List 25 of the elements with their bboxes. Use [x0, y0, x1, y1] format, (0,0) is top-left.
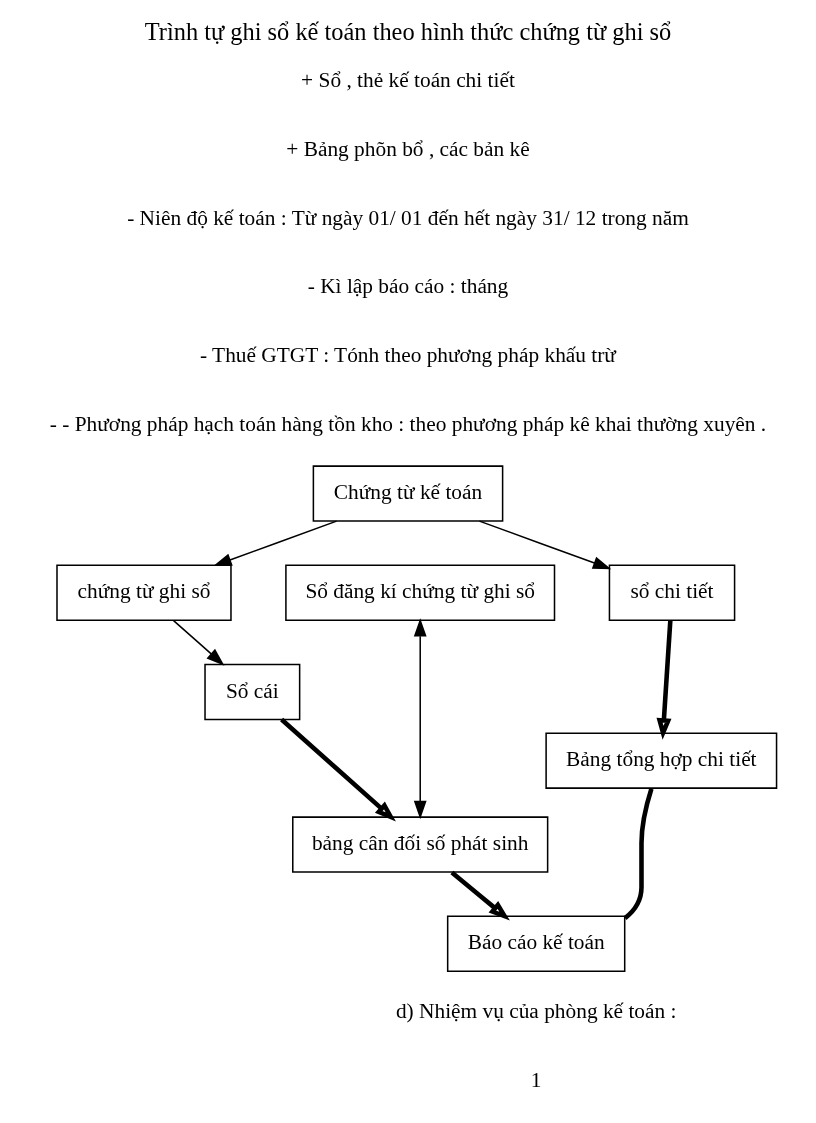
label: 1 — [530, 1067, 542, 1092]
diagram-title: Trình tự ghi sổ kế toán theo hình thức chứng từ ghi sổ — [144, 18, 672, 46]
arrow — [656, 620, 673, 740]
label: + Bảng phõn bổ , các bản kê — [286, 136, 530, 161]
label: - Kì lập báo cáo : tháng — [307, 274, 509, 299]
node-box: sổ chi tiết — [608, 564, 736, 622]
arrow — [280, 717, 396, 822]
node-box: chứng từ ghi sổ — [56, 564, 232, 622]
label: d) Nhiệm vụ của phòng kế toán : — [395, 999, 677, 1024]
arrow — [450, 870, 510, 921]
arrow — [213, 520, 338, 566]
node-box: bảng cân đối số phát sinh — [292, 816, 549, 873]
node-box: Sổ đăng kí chứng từ ghi sổ — [285, 564, 556, 622]
label: - Niên độ kế toán : Từ ngày 01/ 01 đến hết ngày 31/ 12 trong năm — [127, 205, 689, 230]
arrow — [413, 618, 427, 820]
node-box: Chứng từ kế toán — [312, 465, 504, 522]
arrow — [478, 520, 612, 570]
label: - - Phương pháp hạch toán hàng tồn kho : theo phương pháp kê khai thường xuyên . — [49, 411, 767, 436]
connector — [623, 788, 654, 920]
node-box: Báo cáo kế toán — [446, 915, 626, 973]
node-box: Sổ cái — [204, 663, 301, 721]
arrow — [172, 619, 225, 666]
node-box: Bảng tổng hợp chi tiết — [545, 732, 778, 789]
label: - Thuế GTGT : Tónh theo phương pháp khấu trừ — [200, 342, 616, 367]
label: + Sổ , thẻ kế toán chi tiết — [301, 68, 515, 93]
